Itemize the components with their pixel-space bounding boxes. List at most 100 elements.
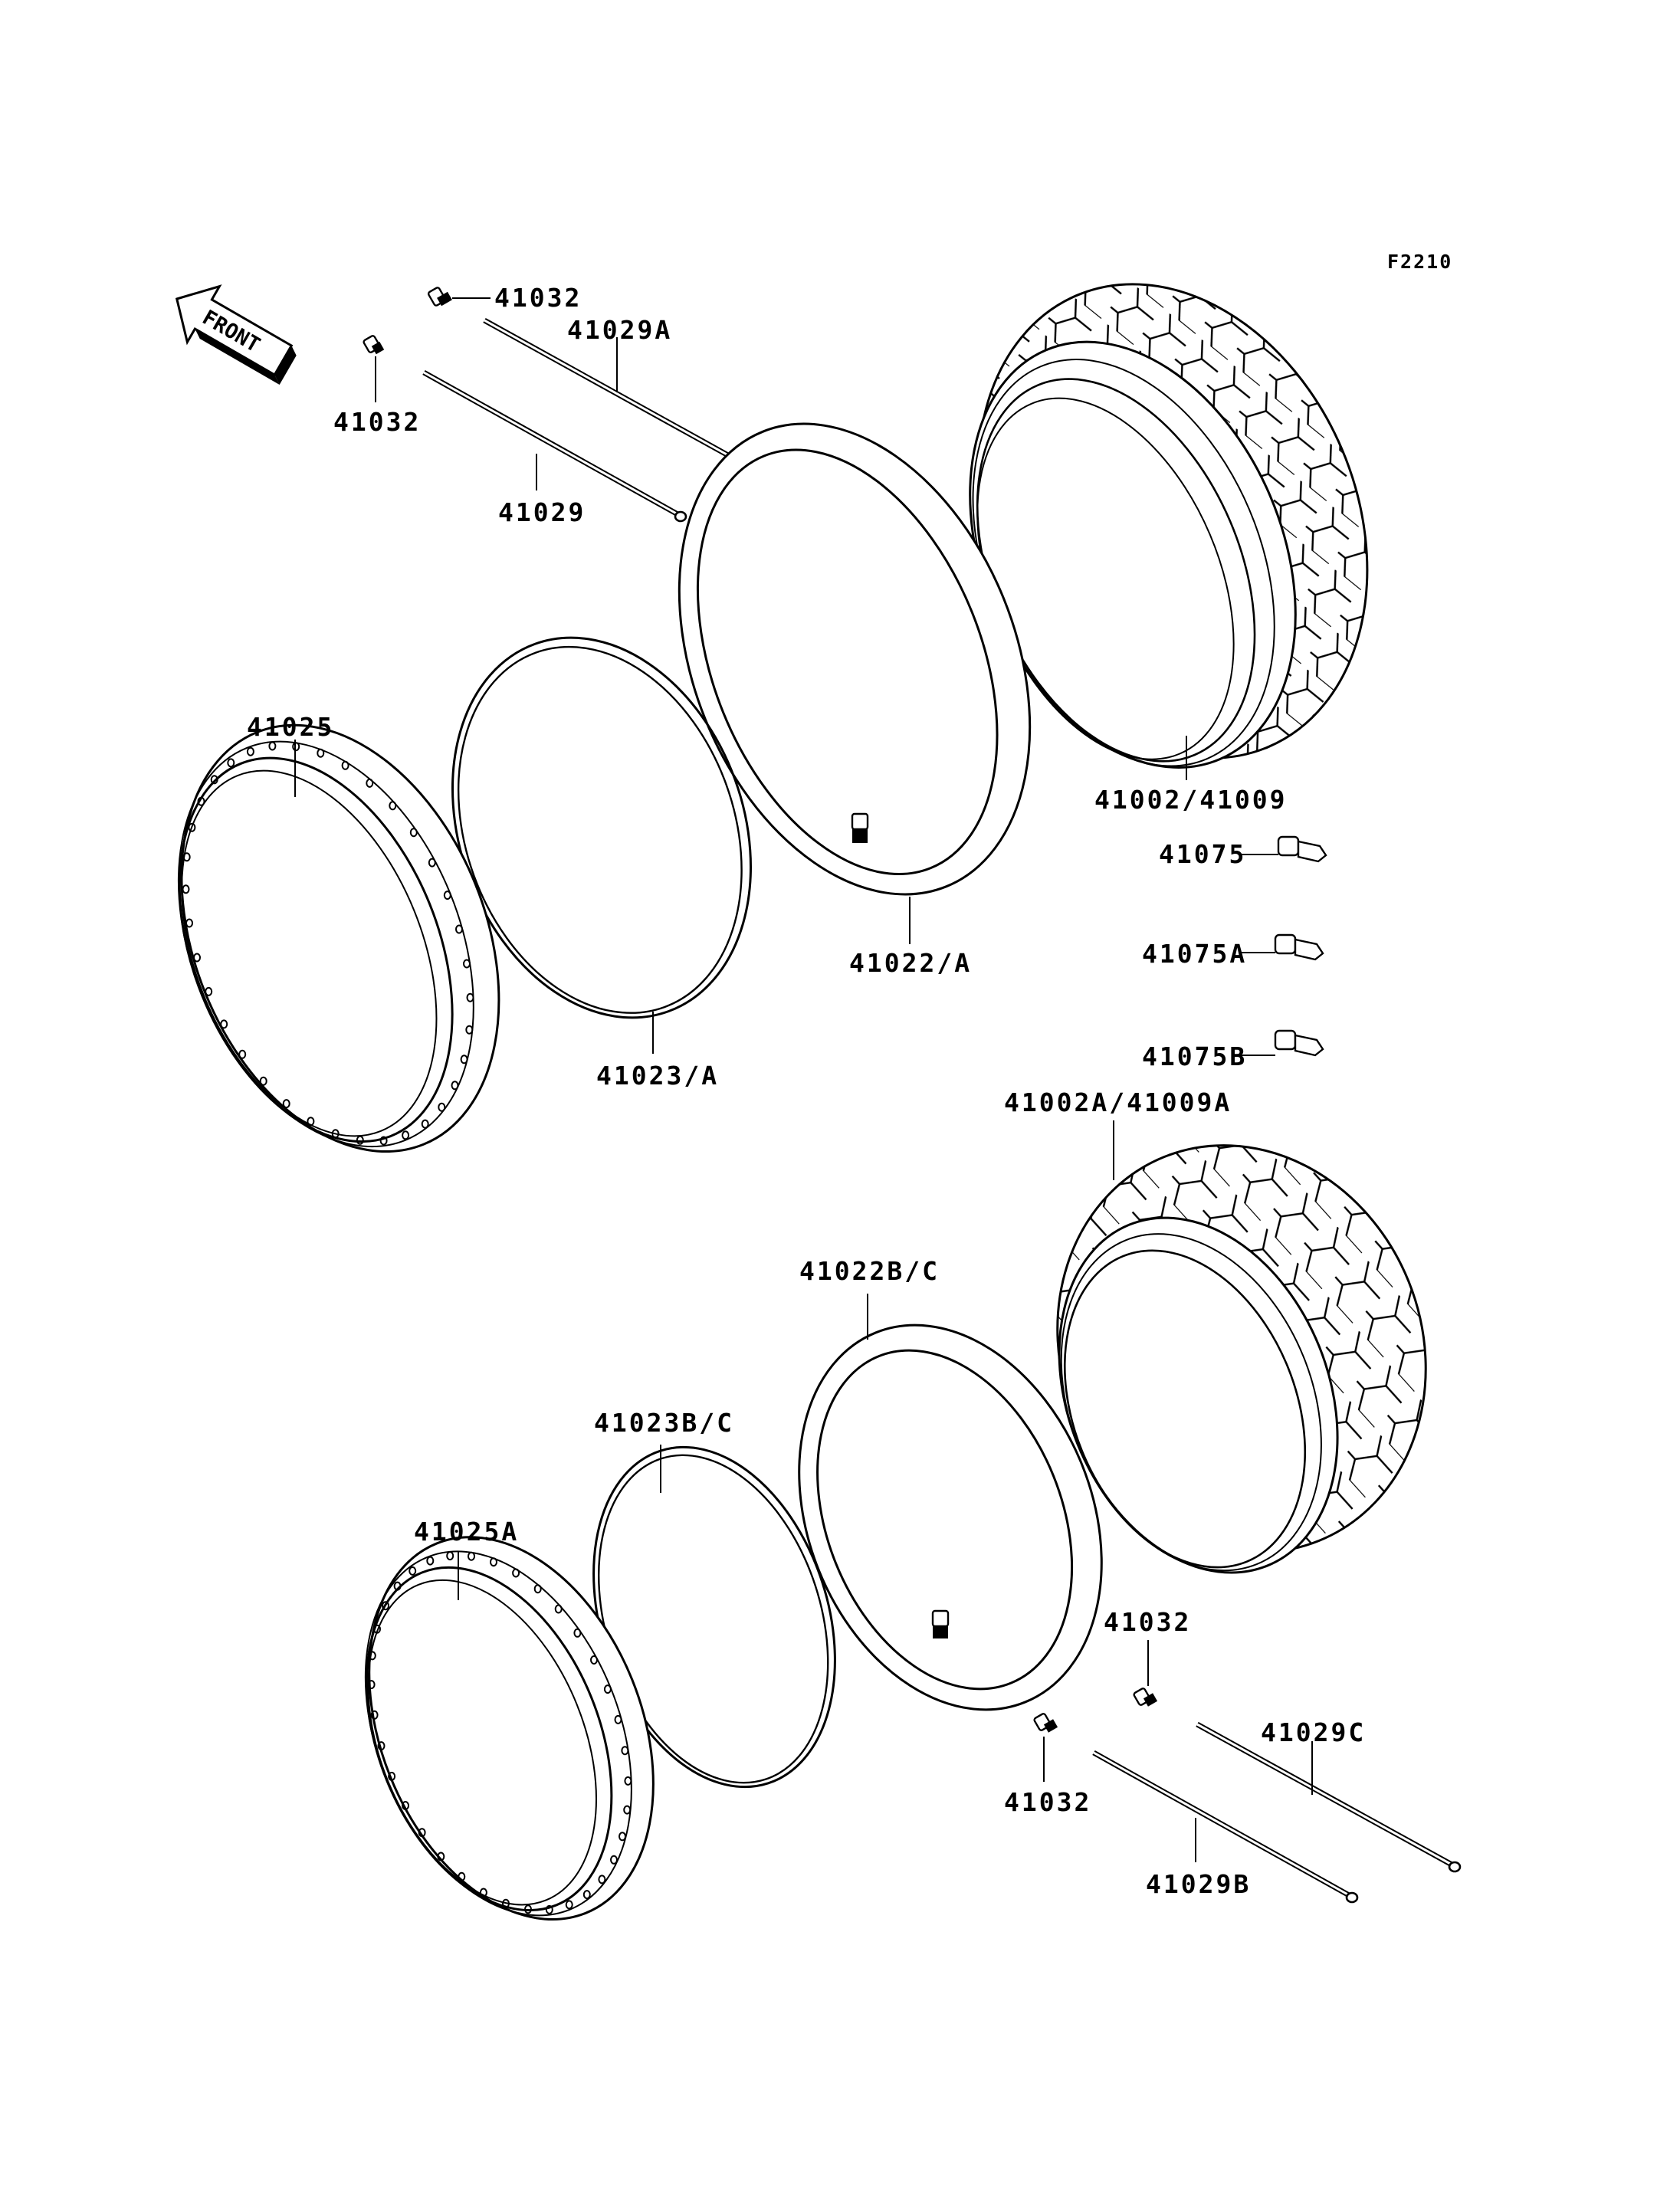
label-41029: 41029 [498, 497, 586, 527]
spoke-hole [621, 1746, 629, 1756]
spoke-hole [582, 1890, 591, 1900]
spoke-hole [554, 1604, 563, 1614]
label-41075b: 41075B [1142, 1041, 1247, 1071]
spoke-hole [317, 748, 325, 758]
spoke-hole [370, 1710, 379, 1720]
valve-41032-bottom-left-icon [1033, 1713, 1058, 1733]
spoke-hole [409, 1566, 417, 1576]
spoke-hole [367, 1680, 376, 1690]
spoke-hole [524, 1904, 532, 1914]
diagram-code: F2210 [1387, 251, 1452, 273]
spoke-hole [389, 801, 397, 811]
spoke-hole [185, 918, 193, 928]
rod-41029b-icon [1092, 1750, 1359, 1904]
label-41025a: 41025A [414, 1517, 519, 1547]
spoke-hole [624, 1776, 632, 1786]
spoke-hole [446, 1551, 454, 1561]
label-41032-left: 41032 [333, 407, 421, 437]
tube-41022a-icon [678, 422, 1032, 896]
spoke-hole [356, 1135, 364, 1145]
spoke-hole [428, 858, 436, 868]
spoke-hole [623, 1805, 632, 1815]
label-41075: 41075 [1159, 839, 1246, 869]
tire-41002-41009-icon [969, 283, 1369, 769]
label-41025: 41025 [247, 712, 334, 742]
spoke-hole [373, 1624, 381, 1634]
spoke-hole [259, 1076, 267, 1086]
spoke-hole [268, 741, 277, 751]
spoke-hole [379, 1136, 388, 1146]
spoke-hole [479, 1888, 487, 1898]
rod-41029-icon [422, 369, 687, 523]
front-arrow-icon: FRONT [175, 284, 297, 385]
weight-41075a-icon [1274, 933, 1324, 961]
spoke-hole [565, 1900, 573, 1910]
label-41022a: 41022/A [849, 948, 972, 978]
spoke-hole [426, 1556, 435, 1566]
spoke-hole [598, 1875, 606, 1884]
spoke-hole [455, 924, 463, 934]
spoke-hole [205, 986, 213, 996]
label-41023bc: 41023B/C [594, 1408, 734, 1438]
spoke-hole [388, 1771, 396, 1781]
label-41075a: 41075A [1142, 939, 1247, 969]
spoke-hole [468, 1551, 475, 1561]
label-41029a: 41029A [567, 315, 672, 345]
spoke-hole [502, 1898, 510, 1908]
spoke-hole [182, 852, 191, 862]
spoke-hole [210, 775, 218, 785]
rod-41029c-icon [1196, 1721, 1462, 1873]
label-41023a: 41023/A [596, 1061, 719, 1091]
spoke-hole [377, 1741, 386, 1751]
spoke-hole [512, 1568, 520, 1578]
rim-41025a-icon [364, 1536, 655, 1921]
spoke-hole [443, 891, 451, 900]
spoke-hole [197, 796, 205, 806]
spoke-hole [402, 1801, 409, 1810]
spoke-hole [246, 746, 254, 756]
spoke-hole [282, 1099, 290, 1109]
spoke-hole [393, 1581, 402, 1591]
valve-41032-bottom-right-icon [1133, 1688, 1158, 1707]
spoke-hole [463, 959, 471, 969]
spoke-hole [460, 1055, 468, 1064]
label-41029c: 41029C [1261, 1717, 1366, 1747]
spoke-hole [193, 953, 201, 963]
spoke-hole [451, 1081, 459, 1091]
spoke-hole [227, 758, 235, 768]
spoke-hole [490, 1557, 497, 1567]
label-41032-bottom-left: 41032 [1004, 1787, 1091, 1817]
spoke-hole [366, 778, 374, 788]
spoke-hole [220, 1019, 228, 1029]
spoke-hole [573, 1628, 582, 1638]
label-41032-top: 41032 [494, 283, 582, 313]
spoke-hole [533, 1584, 542, 1594]
spoke-hole [437, 1852, 445, 1862]
spoke-hole [292, 742, 300, 752]
spoke-hole [465, 1025, 474, 1035]
spoke-hole [590, 1655, 598, 1665]
spoke-hole [418, 1828, 426, 1838]
label-41032-bottom-right: 41032 [1104, 1607, 1191, 1637]
spoke-hole [438, 1102, 446, 1112]
label-41002a-41009a: 41002A/41009A [1004, 1087, 1232, 1117]
spoke-hole [188, 822, 196, 832]
rim-41025-icon [177, 723, 500, 1153]
spoke-hole [466, 992, 474, 1002]
weight-41075b-icon [1274, 1029, 1324, 1057]
label-41002-41009: 41002/41009 [1094, 785, 1288, 815]
spoke-hole [409, 828, 418, 838]
spoke-hole [368, 1651, 376, 1661]
spoke-hole [603, 1684, 612, 1694]
valve-41032-left-icon [363, 335, 385, 355]
spoke-hole [545, 1904, 553, 1914]
spoke-hole [238, 1049, 247, 1059]
label-41029b: 41029B [1146, 1869, 1251, 1899]
weight-41075-icon [1277, 835, 1327, 863]
spoke-hole [331, 1129, 340, 1139]
spoke-hole [610, 1855, 618, 1865]
spoke-hole [307, 1117, 315, 1127]
label-41022bc: 41022B/C [799, 1256, 940, 1286]
